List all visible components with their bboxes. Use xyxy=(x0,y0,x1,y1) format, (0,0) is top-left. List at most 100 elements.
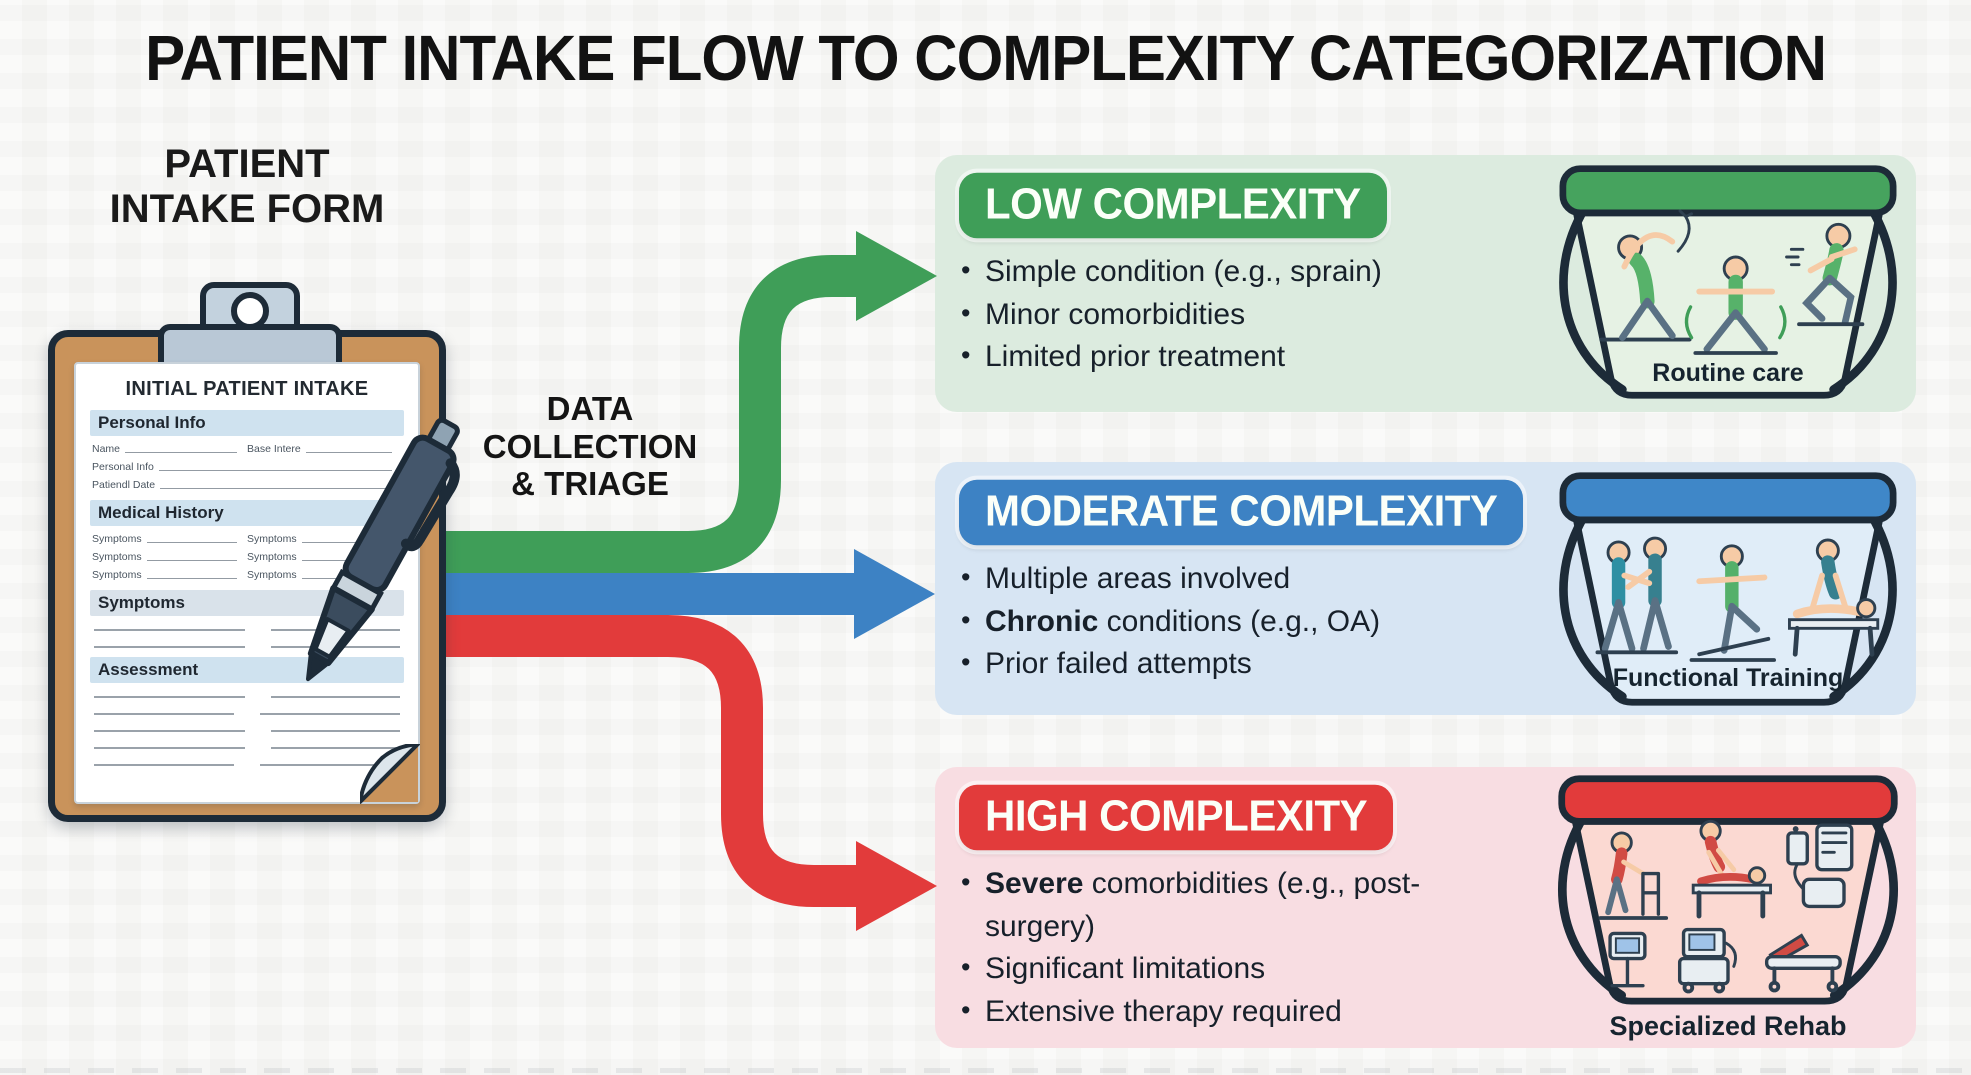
field-line xyxy=(301,552,392,561)
bucket-lid xyxy=(1559,472,1897,524)
field-line xyxy=(301,570,392,579)
bullet-item: Significant limitations xyxy=(959,948,1524,991)
blank-line xyxy=(271,690,400,698)
clipboard-heading-line2: INTAKE FORM xyxy=(109,187,385,232)
blank-line xyxy=(260,707,400,715)
form-row: Symptoms Symptoms xyxy=(92,551,402,563)
blank-row xyxy=(94,690,400,698)
low-complexity-panel: LOW COMPLEXITY Simple condition (e.g., s… xyxy=(935,155,1916,412)
clip-hole xyxy=(231,292,269,330)
blank-line xyxy=(94,690,246,698)
blank-line xyxy=(271,741,400,749)
flow-label-line2: COLLECTION xyxy=(482,427,698,465)
field-label-symptoms: Symptoms xyxy=(247,569,297,581)
blank-line xyxy=(260,758,400,766)
bucket-handle-left xyxy=(1559,505,1627,701)
high-complexity-badge: HIGH COMPLEXITY xyxy=(959,784,1394,851)
blank-row xyxy=(94,758,400,766)
bucket-handle-right xyxy=(1829,198,1897,394)
specialized-rehab-label: Specialized Rehab xyxy=(1609,1011,1847,1041)
page-title: PATIENT INTAKE FLOW TO COMPLEXITY CATEGO… xyxy=(145,22,1827,95)
form-row: Patiendl Date xyxy=(92,479,402,491)
blank-line xyxy=(94,758,234,766)
clipboard-board xyxy=(48,330,446,822)
high-complexity-arrow xyxy=(418,615,858,907)
field-label-symptoms: Symptoms xyxy=(247,551,297,563)
page-curl xyxy=(360,744,420,804)
blank-line xyxy=(94,640,246,648)
blank-row xyxy=(94,640,400,648)
bullet-item: Extensive therapy required xyxy=(959,991,1524,1034)
section-medical-history: Medical History xyxy=(90,500,404,526)
field-line xyxy=(125,444,237,453)
form-row: Symptoms Symptoms xyxy=(92,569,402,581)
bottom-crop-artifact xyxy=(0,1068,1971,1073)
blank-line xyxy=(271,640,400,648)
routine-care-label: Routine care xyxy=(1652,359,1804,387)
flow-stage-label: DATA COLLECTION & TRIAGE xyxy=(455,390,725,503)
bullet-item: Chronic conditions (e.g., OA) xyxy=(959,601,1524,644)
bucket-handle-left xyxy=(1558,807,1627,1000)
low-complexity-badge: LOW COMPLEXITY xyxy=(959,172,1387,239)
section-assessment: Assessment xyxy=(90,657,404,683)
form-row: Name Base Intere xyxy=(92,443,402,455)
form-title: INITIAL PATIENT INTAKE xyxy=(125,378,369,400)
field-line xyxy=(146,534,237,543)
field-label-personal-info: Personal Info xyxy=(92,461,154,473)
field-line xyxy=(146,552,237,561)
bullet-item: Simple condition (e.g., sprain) xyxy=(959,251,1524,294)
rehab-equipment-figures-icon xyxy=(1598,819,1854,994)
bullet-item: Minor comorbidities xyxy=(959,294,1524,337)
field-line xyxy=(301,534,392,543)
high-complexity-panel: HIGH COMPLEXITY Severe comorbidities (e.… xyxy=(935,767,1916,1048)
blank-row xyxy=(94,623,400,631)
functional-training-bucket: Functional Training xyxy=(1554,468,1902,713)
blank-line xyxy=(94,741,246,749)
low-complexity-bullets: Simple condition (e.g., sprain)Minor com… xyxy=(959,251,1524,379)
assisted-training-figures-icon xyxy=(1595,536,1880,662)
field-line xyxy=(305,444,392,453)
moderate-complexity-arrowhead xyxy=(854,549,935,639)
moderate-complexity-text: MODERATE COMPLEXITY Multiple areas invol… xyxy=(959,462,1559,686)
routine-care-bucket-illustration xyxy=(1559,165,1897,399)
form-row: Personal Info xyxy=(92,461,402,473)
bucket-handle-right xyxy=(1829,505,1897,701)
moderate-complexity-bullets: Multiple areas involvedChronic condition… xyxy=(959,558,1524,686)
moderate-complexity-panel: MODERATE COMPLEXITY Multiple areas invol… xyxy=(935,462,1916,715)
flow-label-line3: & TRIAGE xyxy=(511,465,669,503)
bullet-item: Multiple areas involved xyxy=(959,558,1524,601)
clip-bar xyxy=(158,324,342,380)
field-label-symptoms: Symptoms xyxy=(247,533,297,545)
bucket-lid xyxy=(1558,775,1898,825)
clip-knob xyxy=(200,282,300,346)
blank-row xyxy=(94,707,400,715)
flow-label-line1: DATA xyxy=(546,390,634,427)
section-symptoms: Symptoms xyxy=(90,590,404,616)
specialized-rehab-bucket: Specialized Rehab xyxy=(1554,771,1902,1041)
blank-row xyxy=(94,741,400,749)
arrow-paths xyxy=(418,231,937,931)
high-complexity-bullets: Severe comorbidities (e.g., post-surgery… xyxy=(959,863,1524,1033)
field-label-symptoms: Symptoms xyxy=(92,551,142,563)
blank-row xyxy=(94,724,400,732)
bucket-lid xyxy=(1559,165,1897,217)
high-complexity-text: HIGH COMPLEXITY Severe comorbidities (e.… xyxy=(959,767,1559,1033)
intake-form-paper: INITIAL PATIENT INTAKE Personal Info Nam… xyxy=(74,362,420,804)
routine-care-bucket: Routine care xyxy=(1554,161,1902,406)
field-line xyxy=(146,570,237,579)
blank-line xyxy=(271,623,400,631)
blank-line xyxy=(94,707,234,715)
bucket-handle-left xyxy=(1559,198,1627,394)
low-complexity-arrowhead xyxy=(856,231,937,321)
field-line xyxy=(158,462,392,471)
field-label-symptoms: Symptoms xyxy=(92,533,142,545)
moderate-complexity-badge: MODERATE COMPLEXITY xyxy=(959,479,1524,546)
functional-training-label: Functional Training xyxy=(1612,664,1844,692)
functional-training-bucket-illustration xyxy=(1559,472,1897,706)
field-label-patiendl-date: Patiendl Date xyxy=(92,479,156,491)
bullet-item: Severe comorbidities (e.g., post-surgery… xyxy=(959,863,1524,948)
bucket-handle-right xyxy=(1829,807,1898,1000)
field-label-symptoms: Symptoms xyxy=(92,569,142,581)
blank-line xyxy=(94,724,246,732)
